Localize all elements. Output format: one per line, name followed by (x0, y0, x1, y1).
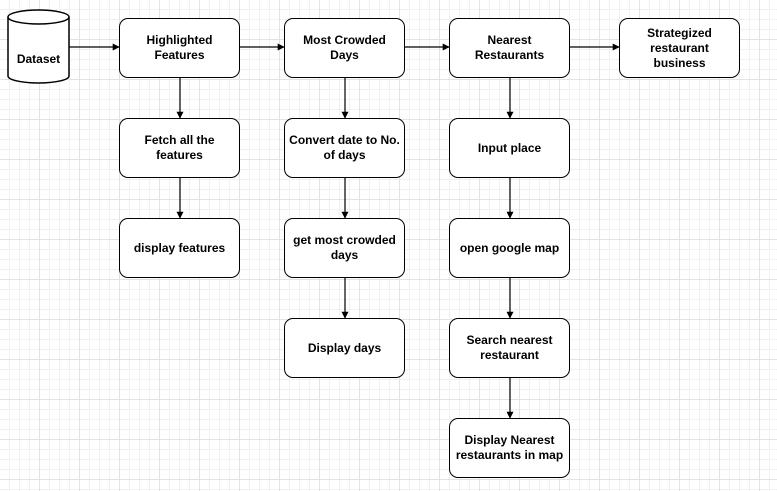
dataset-cylinder (7, 9, 70, 84)
nearest-restaurants-node: Nearest Restaurants (449, 18, 570, 78)
fetch-all-features-node: Fetch all the features (119, 118, 240, 178)
strategized-business-node: Strategized restaurant business (619, 18, 740, 78)
get-most-crowded-days-node: get most crowded days (284, 218, 405, 278)
highlighted-features-node: Highlighted Features (119, 18, 240, 78)
display-days-node: Display days (284, 318, 405, 378)
dataset-label: Dataset (16, 52, 61, 66)
display-features-node: display features (119, 218, 240, 278)
most-crowded-days-node: Most Crowded Days (284, 18, 405, 78)
search-nearest-restaurant-node: Search nearest restaurant (449, 318, 570, 378)
input-place-node: Input place (449, 118, 570, 178)
convert-date-node: Convert date to No. of days (284, 118, 405, 178)
display-nearest-restaurants-node: Display Nearest restaurants in map (449, 418, 570, 478)
open-google-map-node: open google map (449, 218, 570, 278)
